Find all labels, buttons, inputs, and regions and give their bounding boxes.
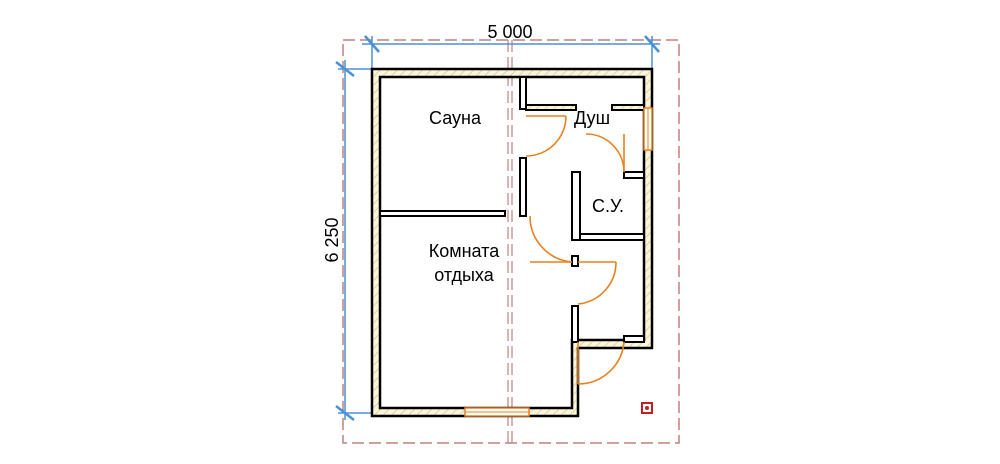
room-label-rest-line2: отдыха [434,265,495,285]
plot-outline [342,39,680,444]
room-label-sauna: Сауна [429,108,482,128]
room-label-rest-line1: Комната [429,241,500,261]
height-dimension-line [335,60,372,421]
window-bottom [464,407,530,417]
door-wc [577,261,617,305]
room-label-shower: Душ [574,108,610,128]
door-shower [585,133,625,173]
width-dimension-label: 5 000 [487,22,532,42]
survey-marker-icon [641,402,653,414]
interior-walls [379,76,645,343]
door-entrance [577,341,625,385]
height-dimension-label: 6 250 [322,217,342,262]
door-sauna [525,115,567,157]
room-label-wc: С.У. [592,196,624,216]
width-dimension-line [362,35,660,68]
door-rest-room [529,215,573,263]
window-shower [643,107,653,151]
